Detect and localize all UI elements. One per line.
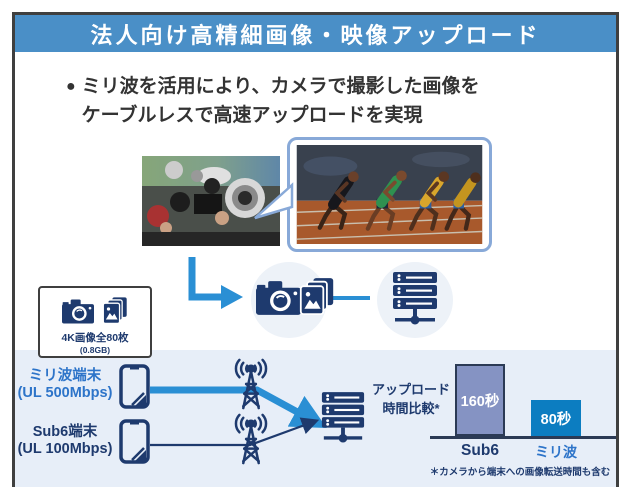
mmwave-uplink-arrow xyxy=(150,386,327,429)
source-data-box: 4K画像全80枚 (0.8GB) xyxy=(38,286,152,358)
callout-bubble xyxy=(287,137,492,252)
runners-photo xyxy=(296,145,483,244)
mmwave-terminal-label: ミリ波端末 (UL 500Mbps) xyxy=(17,368,113,401)
category-label-sub6: Sub6 xyxy=(461,442,499,459)
flow-connector xyxy=(331,296,370,300)
bullet-line1: ミリ波を活用により、カメラで撮影した画像を xyxy=(81,76,480,97)
down-right-arrow-icon xyxy=(188,257,243,309)
page-title-bar: 法人向け高精細画像・映像アップロード xyxy=(15,15,616,52)
photographers-photo xyxy=(142,156,280,246)
server-icon xyxy=(393,272,437,325)
bullet-icon: ● xyxy=(66,78,76,95)
chart-title: アップロード 時間比較* xyxy=(371,382,450,416)
page-title: 法人向け高精細画像・映像アップロード xyxy=(90,22,541,48)
smartphone-icon xyxy=(119,419,150,464)
source-box-label: 4K画像全80枚 xyxy=(61,332,129,344)
bubble-tail xyxy=(254,182,294,220)
bullet-line2: ケーブルレスで高速アップロードを実現 xyxy=(81,105,423,127)
radio-tower-icon xyxy=(234,413,268,465)
radio-tower-icon xyxy=(234,358,268,410)
camera-icon xyxy=(62,299,94,323)
chart-footnote: ＊カメラから端末への画像転送時間も含む xyxy=(429,467,611,478)
source-box-size: (0.8GB) xyxy=(79,345,111,355)
camera-icon xyxy=(256,281,301,315)
chart-baseline xyxy=(430,436,616,439)
sub6-terminal-label: Sub6端末 (UL 100Mbps) xyxy=(17,424,113,457)
bullet-text: ● ミリ波を活用により、カメラで撮影した画像を ケーブルレスで高速アップロードを… xyxy=(66,72,480,131)
photo-stack-icon xyxy=(299,278,334,316)
smartphone-icon xyxy=(119,364,150,409)
category-label-mmwave: ミリ波 xyxy=(535,444,577,460)
photo-stack-icon xyxy=(102,297,127,325)
bar-mmwave: 80秒 xyxy=(531,400,581,436)
bar-sub6: 160秒 xyxy=(455,364,505,436)
server-icon xyxy=(321,392,365,443)
